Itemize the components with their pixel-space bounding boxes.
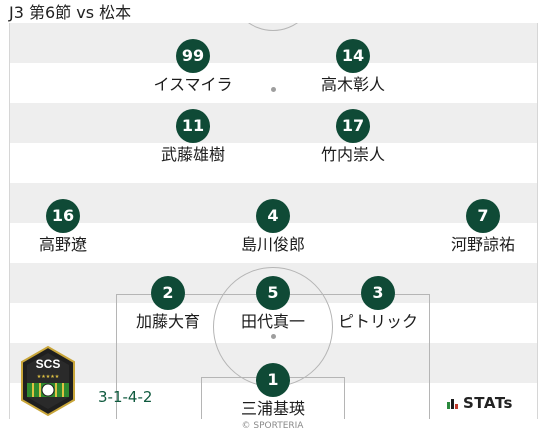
player-number: 2 <box>151 276 185 310</box>
player-card[interactable]: 3 ピトリック <box>318 276 438 332</box>
pitch-stripe <box>10 103 537 143</box>
svg-text:★★★★★: ★★★★★ <box>37 374 60 380</box>
player-name: 島川俊郎 <box>240 235 305 254</box>
emblem-text: SCS <box>36 357 61 371</box>
penalty-spot <box>271 334 276 339</box>
player-card[interactable]: 14 高木彰人 <box>293 39 413 95</box>
stats-logo: STATs <box>447 394 513 412</box>
player-number: 99 <box>176 39 210 73</box>
player-name: 加藤大育 <box>135 312 200 331</box>
player-name: 高木彰人 <box>320 75 385 94</box>
player-name: 田代真一 <box>240 312 305 331</box>
player-number: 1 <box>256 363 290 397</box>
player-name: ピトリック <box>337 312 418 331</box>
player-card[interactable]: 16 高野遼 <box>10 199 123 255</box>
player-card[interactable]: 17 竹内崇人 <box>293 109 413 165</box>
player-name: 河野諒祐 <box>450 235 515 254</box>
pitch: 99 イスマイラ 14 高木彰人 11 武藤雄樹 17 竹内崇人 16 高野遼 … <box>9 23 538 419</box>
player-number: 3 <box>361 276 395 310</box>
credit-text: © SPORTERIA <box>241 421 304 431</box>
player-number: 14 <box>336 39 370 73</box>
player-name: 武藤雄樹 <box>160 145 225 164</box>
player-card[interactable]: 4 島川俊郎 <box>213 199 333 255</box>
player-number: 11 <box>176 109 210 143</box>
player-card[interactable]: 1 三浦基瑛 <box>213 363 333 419</box>
team-emblem-icon: SCS ★★★★★ <box>21 345 75 417</box>
formation-label: 3-1-4-2 <box>98 388 153 406</box>
player-number: 5 <box>256 276 290 310</box>
player-number: 4 <box>256 199 290 233</box>
player-number: 17 <box>336 109 370 143</box>
player-name: イスマイラ <box>153 75 233 94</box>
player-number: 16 <box>46 199 80 233</box>
page-title: J3 第6節 vs 松本 <box>9 3 132 22</box>
player-card[interactable]: 99 イスマイラ <box>133 39 253 95</box>
player-name: 竹内崇人 <box>320 145 385 164</box>
player-card[interactable]: 2 加藤大育 <box>108 276 228 332</box>
center-spot <box>271 87 276 92</box>
player-card[interactable]: 5 田代真一 <box>213 276 333 332</box>
player-number: 7 <box>466 199 500 233</box>
player-card[interactable]: 11 武藤雄樹 <box>133 109 253 165</box>
player-card[interactable]: 7 河野諒祐 <box>423 199 537 255</box>
stats-bars-icon <box>447 399 458 409</box>
stats-text: STATs <box>463 394 513 412</box>
player-name: 高野遼 <box>38 235 87 254</box>
player-name: 三浦基瑛 <box>240 399 305 418</box>
